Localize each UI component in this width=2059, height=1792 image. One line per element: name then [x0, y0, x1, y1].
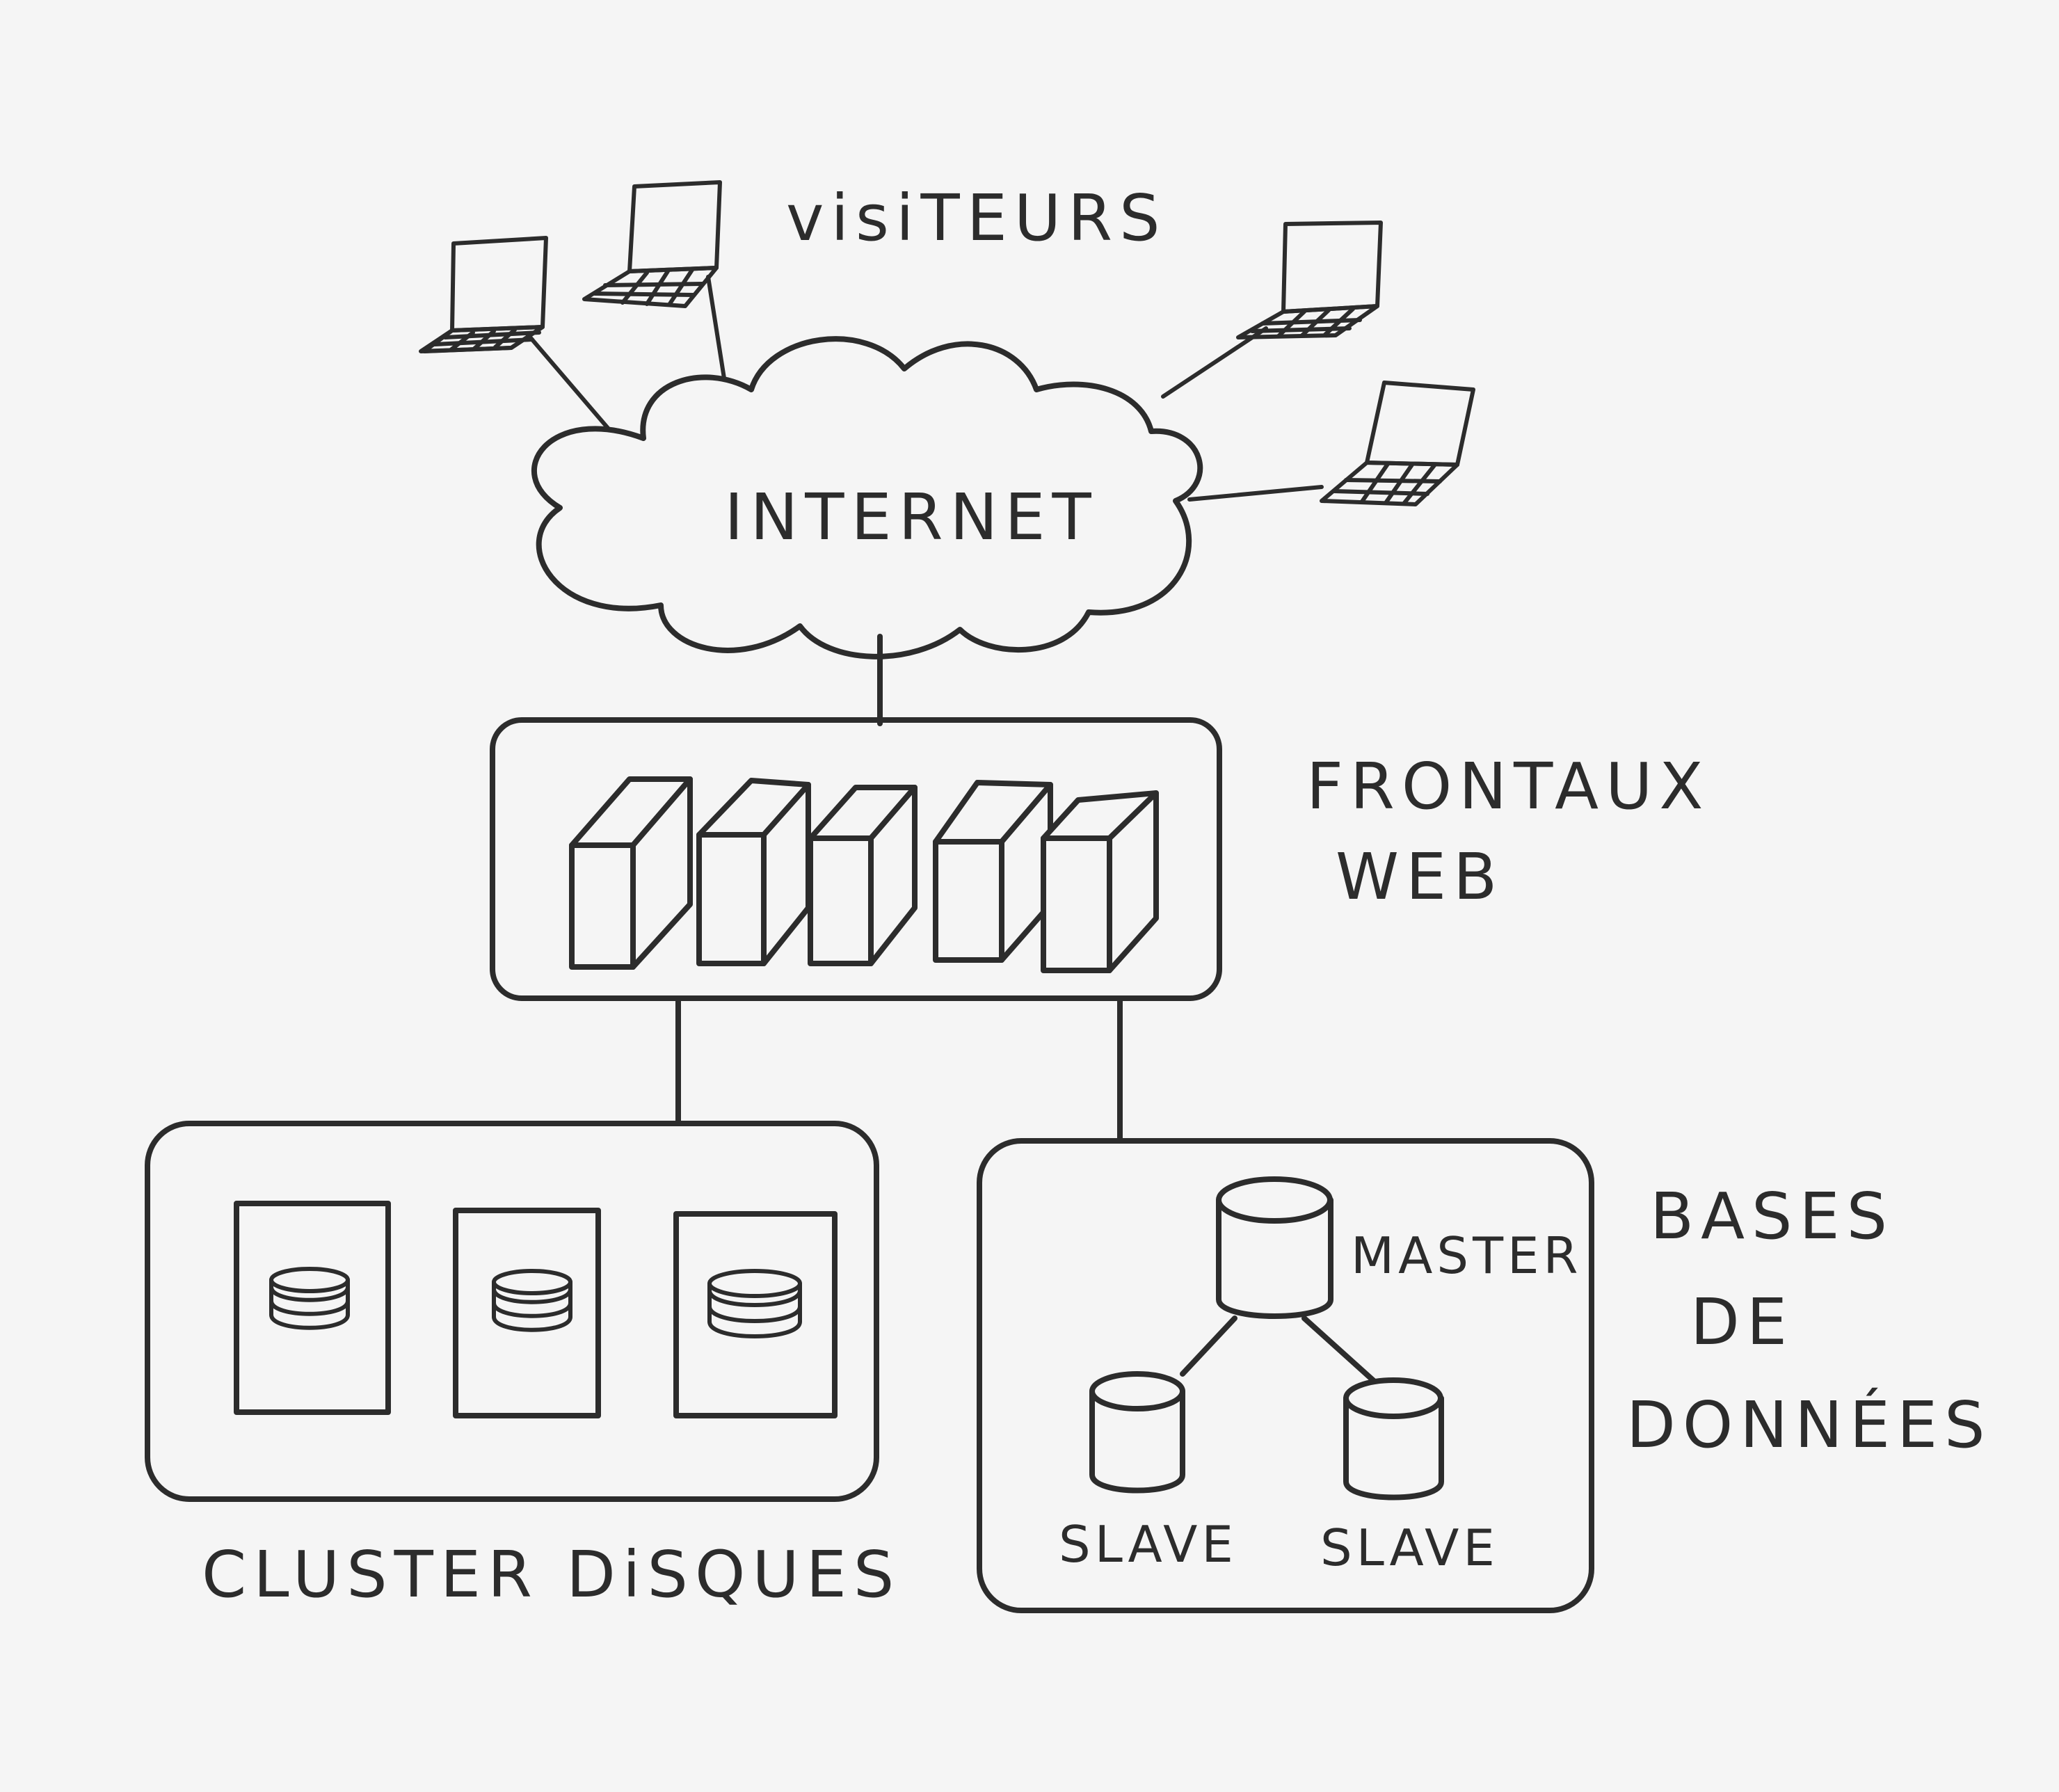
visitors-label: visiTEURS	[786, 181, 1167, 255]
laptop-icon	[582, 180, 722, 308]
laptop-icon	[1236, 221, 1383, 339]
cloud-icon	[531, 336, 1203, 659]
disk-unit	[234, 1201, 391, 1415]
connection-line	[1187, 485, 1324, 502]
frontends-label-line2: WEB	[1336, 840, 1504, 914]
databases-label-line1: BASES	[1650, 1179, 1894, 1254]
disk-unit	[673, 1211, 838, 1418]
disk-stack-icon	[707, 1269, 802, 1338]
database-cylinder-icon	[1343, 1377, 1444, 1501]
disk-unit	[453, 1208, 601, 1418]
disk-cluster-label: CLUSTER DiSQUES	[202, 1537, 901, 1612]
disk-cluster-box	[145, 1121, 879, 1502]
server-icon	[933, 780, 1053, 963]
database-cylinder-icon	[1216, 1176, 1333, 1319]
databases-label-line2: DE	[1690, 1285, 1794, 1359]
disk-stack-icon	[269, 1267, 350, 1330]
frontend-group-box	[490, 717, 1222, 1001]
server-icon	[1041, 790, 1159, 973]
server-icon	[808, 785, 918, 966]
connection-line	[1161, 326, 1268, 399]
replication-line	[1301, 1315, 1377, 1384]
slave-right-label: SLAVE	[1320, 1519, 1499, 1577]
server-icon	[696, 778, 811, 966]
disk-stack-icon	[492, 1269, 572, 1332]
replication-line	[1180, 1315, 1237, 1377]
server-icon	[569, 776, 693, 970]
internet-label: INTERNET	[724, 480, 1098, 554]
database-box	[977, 1138, 1594, 1613]
connection-line	[706, 275, 727, 385]
slave-left-label: SLAVE	[1059, 1515, 1237, 1574]
database-cylinder-icon	[1089, 1371, 1185, 1494]
laptop-icon	[419, 236, 548, 353]
frontends-label-line1: FRONTAUX	[1306, 749, 1710, 824]
master-label: MASTER	[1351, 1226, 1583, 1285]
databases-label-line3: DONNÉES	[1626, 1387, 1992, 1462]
laptop-icon	[1320, 381, 1475, 506]
